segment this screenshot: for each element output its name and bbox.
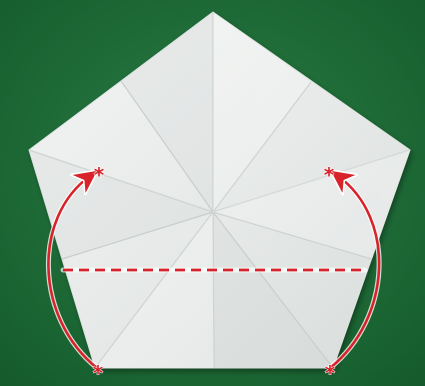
marker-bottom-left: * [93, 361, 104, 385]
marker-top-right: * [324, 163, 335, 187]
marker-bottom-right: * [325, 361, 336, 385]
marker-top-left: * [94, 163, 105, 187]
